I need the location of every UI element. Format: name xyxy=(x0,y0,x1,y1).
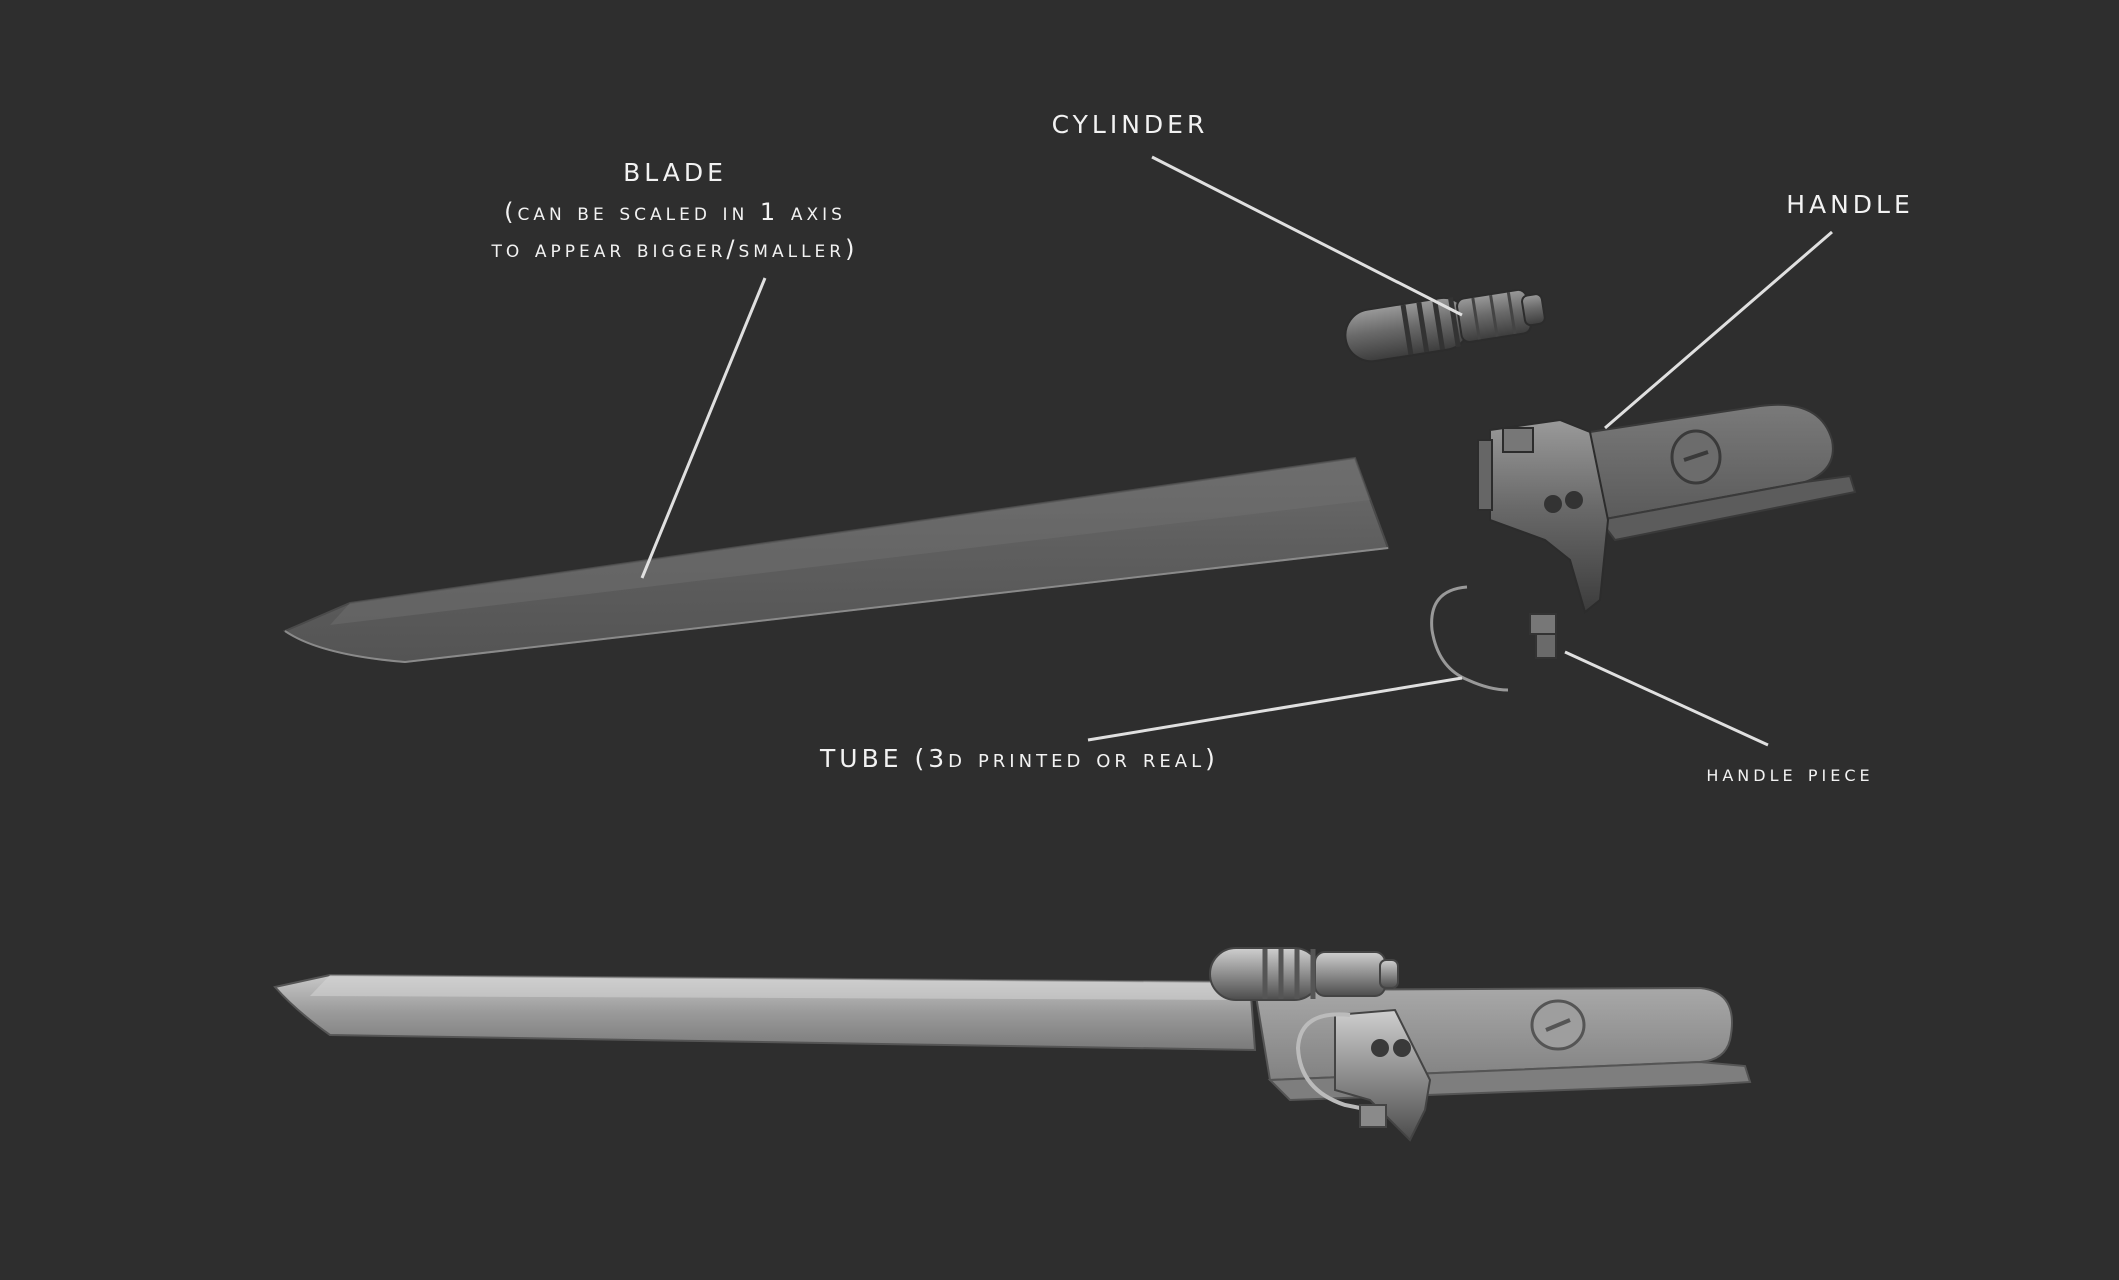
assembled-knife-icon xyxy=(275,948,1750,1140)
blade-note-line1: (can be scaled in 1 axis xyxy=(420,200,930,224)
blade-leader-line xyxy=(642,278,765,578)
tube-label: TUBE (3d printed or real) xyxy=(820,746,1280,771)
handle-icon xyxy=(1478,405,1855,612)
blade-label: BLADE xyxy=(560,160,790,185)
blade-note-line2: to appear bigger/smaller) xyxy=(420,237,930,261)
handle-piece-leader-line xyxy=(1565,652,1768,745)
handle-label: HANDLE xyxy=(1740,192,1960,217)
handle-piece-icon xyxy=(1530,614,1556,658)
tube-label-note: (3d printed or real) xyxy=(914,744,1218,773)
handle-leader-line xyxy=(1605,232,1832,428)
blade-icon xyxy=(285,458,1388,662)
cylinder-icon xyxy=(1342,282,1548,365)
handle-piece-label: handle piece xyxy=(1670,763,1910,786)
tube-icon xyxy=(1432,587,1508,690)
tube-leader-line xyxy=(1088,678,1462,740)
tube-label-main: TUBE xyxy=(820,744,903,773)
cylinder-leader-line xyxy=(1152,157,1462,315)
cylinder-label: CYLINDER xyxy=(1010,112,1250,137)
